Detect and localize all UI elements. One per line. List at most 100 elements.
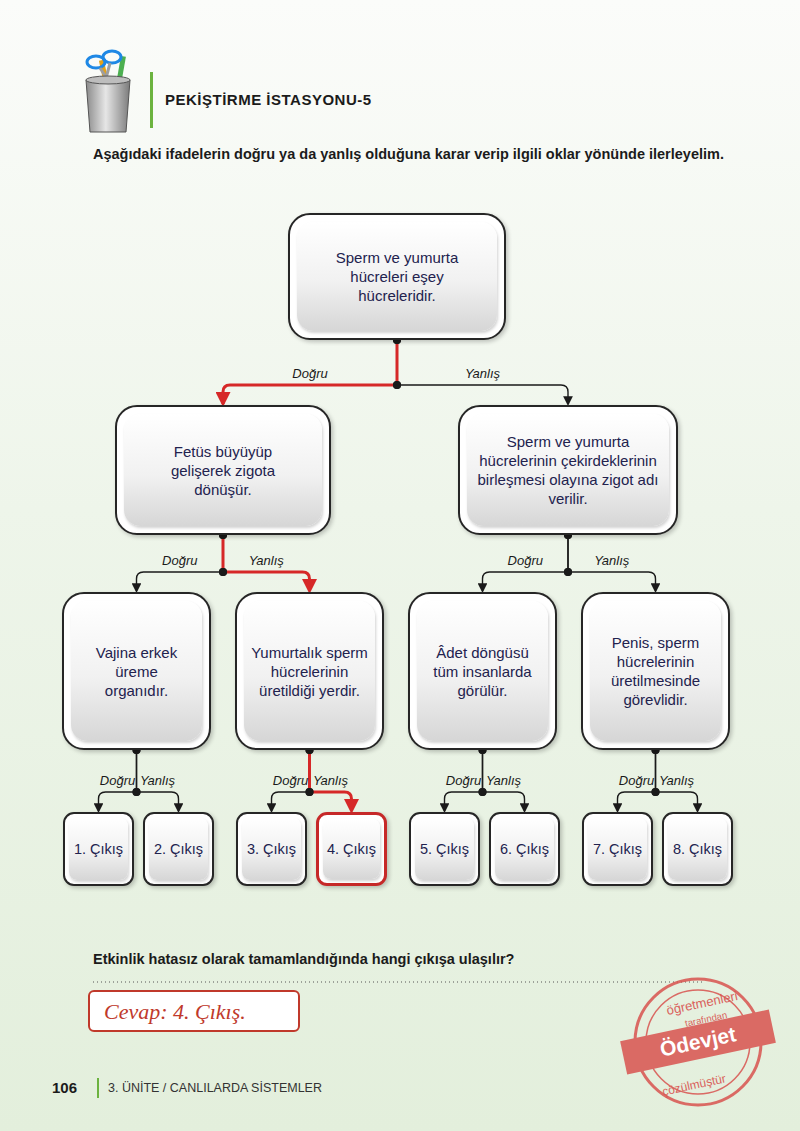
branch-label: Doğru <box>292 366 327 381</box>
branch-label: Doğru <box>446 773 481 788</box>
statement-box: Vajina erkek üreme organıdır. <box>62 592 211 750</box>
page-number: 106 <box>52 1079 77 1096</box>
statement-text: Yumurtalık sperm hücrelerinin üretildiği… <box>247 643 372 700</box>
text-stack: Fetüs büyüyüp gelişerek zigota dönüşür. <box>162 442 284 499</box>
exit-box: 2. Çıkış <box>143 812 214 886</box>
branch-label: Doğru <box>162 553 197 568</box>
branch-label: Doğru <box>100 773 135 788</box>
box-panel: 1. Çıkış <box>69 818 128 880</box>
box-panel: 4. Çıkış <box>323 819 380 879</box>
branch-arrow <box>137 535 224 591</box>
junction-dot <box>393 381 401 389</box>
branch-label: Doğru <box>619 773 654 788</box>
junction-dot <box>306 788 314 796</box>
box-panel: 6. Çıkış <box>495 818 554 880</box>
junction-dot <box>652 788 660 796</box>
branch-label: Doğru <box>508 553 543 568</box>
solution-arrow <box>310 750 352 811</box>
branch-arrow <box>618 750 656 811</box>
branch-label: Yanlış <box>465 366 500 381</box>
box-panel: 8. Çıkış <box>668 818 727 880</box>
statement-box: Penis, sperm hücrelerinin üretilmesinde … <box>581 592 730 750</box>
answer-box: Cevap: 4. Çıkış. <box>88 990 300 1032</box>
cup-rim <box>86 76 130 84</box>
box-panel: 7. Çıkış <box>588 818 647 880</box>
junction-dot <box>479 788 487 796</box>
junction-dot <box>393 381 401 389</box>
answer-dotted-line <box>93 981 702 982</box>
statement-text: Penis, sperm hücrelerinin üretilmesinde … <box>605 633 707 709</box>
instruction-text: Aşağıdaki ifadelerin doğru ya da yanlış … <box>93 144 733 165</box>
scissors-loop <box>103 51 121 63</box>
footer-bar <box>97 1078 99 1098</box>
statement-text: Sperm ve yumurta hücrelerinin çekirdekle… <box>468 432 668 508</box>
exit-box: 5. Çıkış <box>409 812 480 886</box>
junction-dot <box>564 568 572 576</box>
branch-label: Yanlış <box>140 773 175 788</box>
text-stack: 3. Çıkış <box>247 840 296 859</box>
box-panel: Sperm ve yumurta hücrelerinin çekirdekle… <box>467 414 669 526</box>
cup <box>86 80 130 132</box>
exit-label: 2. Çıkış <box>154 840 203 859</box>
branch-arrow <box>568 535 656 591</box>
text-stack: Yumurtalık sperm hücrelerinin üretildiği… <box>247 643 372 700</box>
box-panel: Sperm ve yumurta hücreleri eşey hücreler… <box>297 222 497 331</box>
branch-label: Yanlış <box>594 553 629 568</box>
exit-label: 1. Çıkış <box>74 840 123 859</box>
text-stack: Penis, sperm hücrelerinin üretilmesinde … <box>605 633 707 709</box>
text-stack: Vajina erkek üreme organıdır. <box>93 643 181 700</box>
exit-box: 4. Çıkış <box>316 812 387 886</box>
box-panel: 5. Çıkış <box>415 818 474 880</box>
junction-dot <box>133 788 141 796</box>
junction-dot <box>133 788 141 796</box>
exit-box: 8. Çıkış <box>662 812 733 886</box>
text-stack: 2. Çıkış <box>154 840 203 859</box>
stamp-band <box>620 1010 776 1075</box>
branch-arrow <box>445 750 483 811</box>
statement-text: Sperm ve yumurta hücreleri eşey hücreler… <box>330 248 465 305</box>
statement-box: Sperm ve yumurta hücrelerinin çekirdekle… <box>458 405 678 535</box>
statement-text: Fetüs büyüyüp gelişerek zigota dönüşür. <box>162 442 284 499</box>
text-stack: Cevap: 4. Çıkış. <box>104 1002 246 1021</box>
junction-dot <box>219 568 227 576</box>
branch-arrow <box>137 750 179 811</box>
branch-arrow <box>272 750 310 811</box>
box-panel: 3. Çıkış <box>242 818 301 880</box>
branch-label: Yanlış <box>313 773 348 788</box>
exit-label: 5. Çıkış <box>420 840 469 859</box>
exit-label: 6. Çıkış <box>500 840 549 859</box>
branch-arrow <box>397 340 568 404</box>
exit-label: 3. Çıkış <box>247 840 296 859</box>
header-bar <box>150 72 153 128</box>
branch-arrow <box>483 750 525 811</box>
box-panel: Fetüs büyüyüp gelişerek zigota dönüşür. <box>124 414 322 526</box>
stamp <box>620 979 776 1105</box>
junction-dot <box>564 568 572 576</box>
exit-label: 8. Çıkış <box>673 840 722 859</box>
box-panel: 2. Çıkış <box>149 818 208 880</box>
branch-label: Doğru <box>273 773 308 788</box>
pencil-cup-icon <box>86 51 130 132</box>
branch-label: Yanlış <box>659 773 694 788</box>
text-stack: Sperm ve yumurta hücreleri eşey hücreler… <box>330 248 465 305</box>
exit-box: 6. Çıkış <box>489 812 560 886</box>
statement-box: Yumurtalık sperm hücrelerinin üretildiği… <box>235 592 384 750</box>
branch-label: Yanlış <box>249 553 284 568</box>
junction-dot <box>479 788 487 796</box>
branch-arrow <box>99 750 137 811</box>
box-panel: Yumurtalık sperm hücrelerinin üretildiği… <box>244 601 375 741</box>
branch-label: Yanlış <box>486 773 521 788</box>
answer-text: Cevap: 4. Çıkış. <box>104 1002 246 1021</box>
junction-dot <box>652 788 660 796</box>
exit-box: 7. Çıkış <box>582 812 653 886</box>
question-text: Etkinlik hatasız olarak tamamlandığında … <box>93 951 514 967</box>
box-panel: Âdet döngüsü tüm insanlarda görülür. <box>417 601 548 741</box>
text-stack: 6. Çıkış <box>500 840 549 859</box>
statement-box: Sperm ve yumurta hücreleri eşey hücreler… <box>288 213 506 340</box>
solution-arrow <box>223 340 397 404</box>
statement-box: Fetüs büyüyüp gelişerek zigota dönüşür. <box>115 405 331 535</box>
footer-text: 3. ÜNİTE / CANLILARDA SİSTEMLER <box>108 1081 322 1095</box>
statement-text: Âdet döngüsü tüm insanlarda görülür. <box>428 643 538 700</box>
branch-arrow <box>483 535 569 591</box>
page-title: PEKİŞTİRME İSTASYONU-5 <box>165 91 372 108</box>
